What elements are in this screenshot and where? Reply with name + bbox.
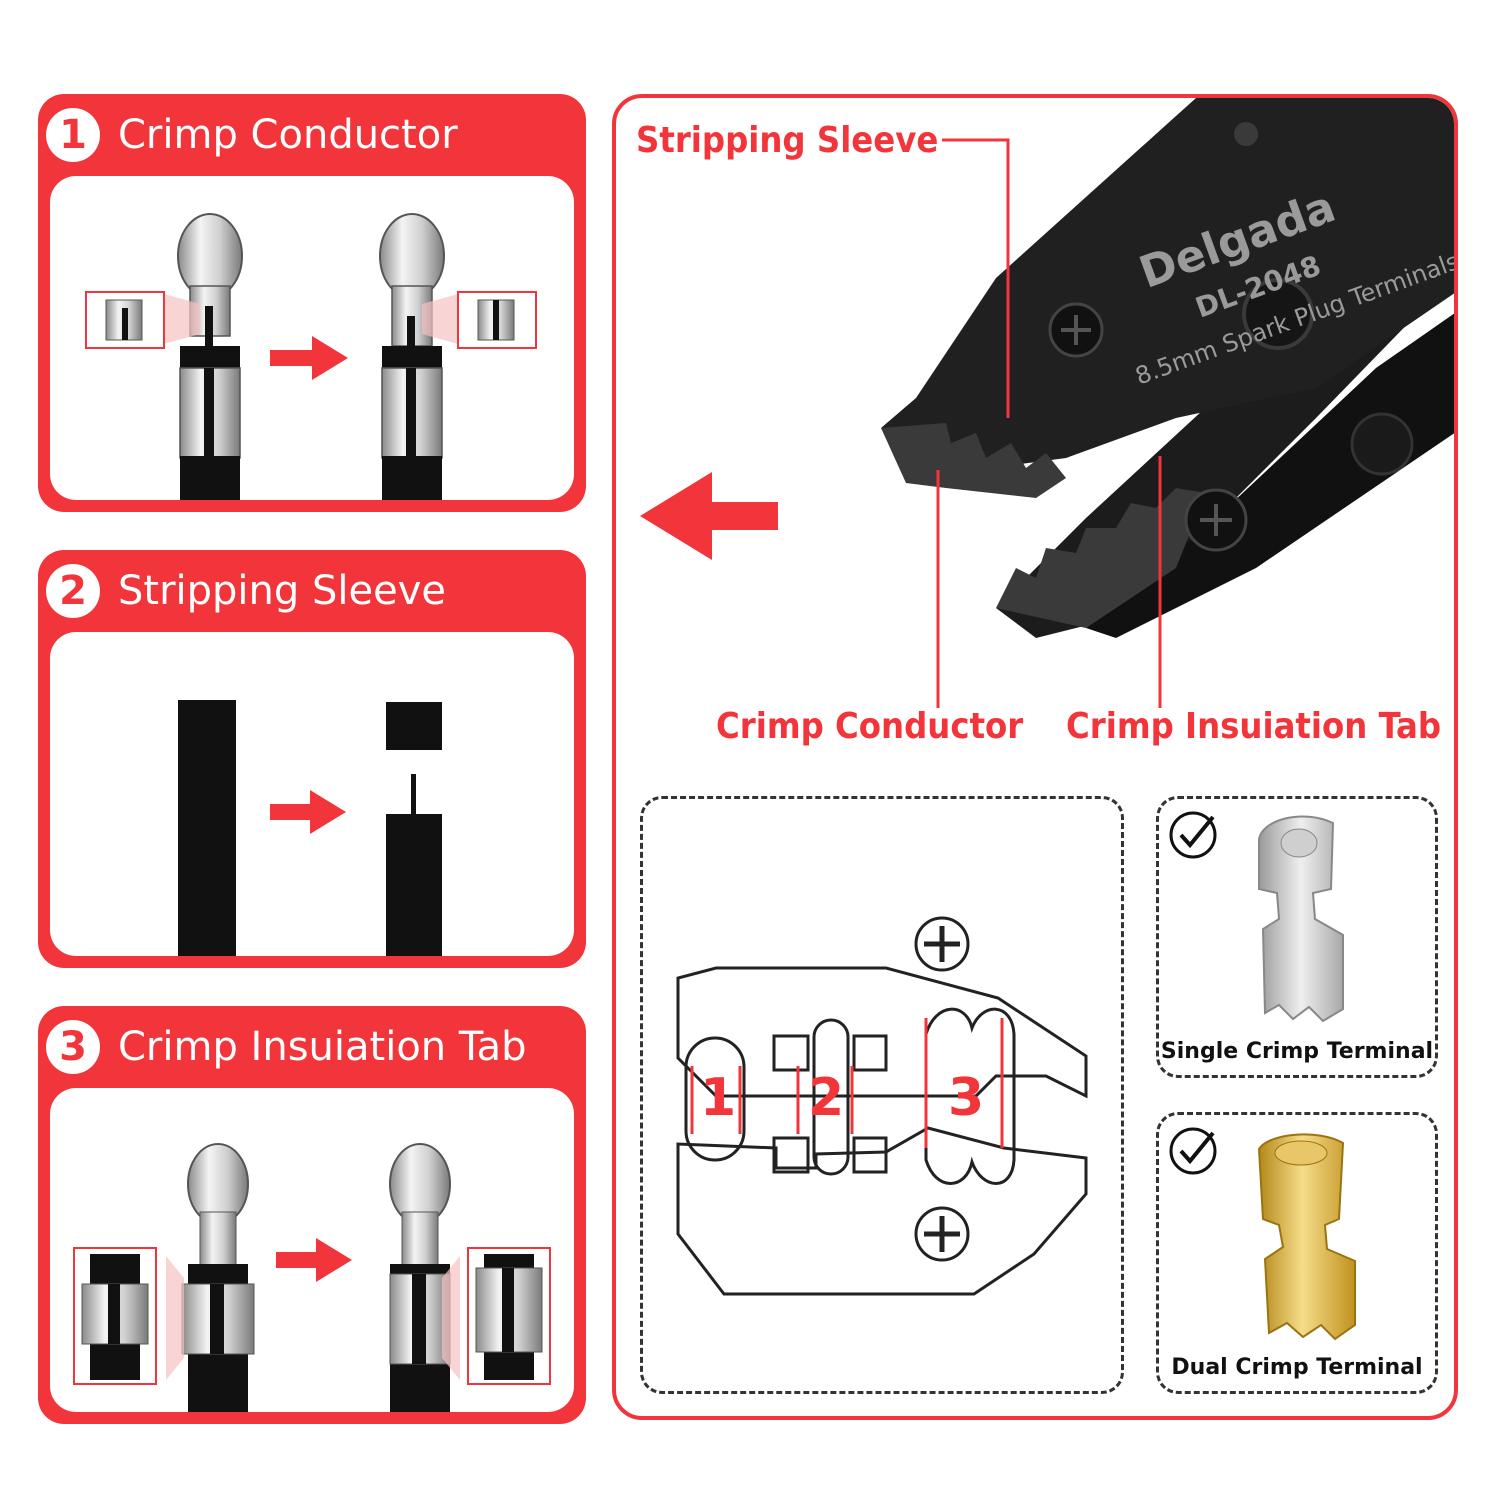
callout-crimp-conductor: Crimp Conductor xyxy=(716,706,1024,747)
crimp-conductor-illustration xyxy=(85,213,537,500)
terminal-after xyxy=(389,1143,451,1412)
step-illustration xyxy=(50,632,574,956)
step-number: 3 xyxy=(46,1020,100,1074)
die-position-markers xyxy=(690,1018,1004,1148)
arrow-right-icon xyxy=(270,790,346,834)
die-position-1: 1 xyxy=(700,1068,737,1128)
stripping-sleeve-illustration xyxy=(178,700,442,956)
callout-stripping-sleeve: Stripping Sleeve xyxy=(636,120,939,161)
check-circle-icon xyxy=(1169,1127,1217,1175)
step-illustration xyxy=(50,176,574,500)
die-diagram-box xyxy=(640,796,1124,1394)
zoom-detail-after xyxy=(442,1247,551,1385)
terminal-after xyxy=(379,213,445,500)
callout-line-stripping xyxy=(942,138,1010,418)
die-position-2: 2 xyxy=(808,1068,845,1128)
step-title: Crimp Insuiation Tab xyxy=(118,1024,527,1070)
crimp-insulation-illustration xyxy=(73,1143,551,1412)
step-header: 1 Crimp Conductor xyxy=(46,108,458,162)
terminal-card-dual: Dual Crimp Terminal xyxy=(1156,1112,1438,1394)
step-panel-stripping-sleeve: 2 Stripping Sleeve xyxy=(38,550,586,968)
terminal-card-single: Single Crimp Terminal xyxy=(1156,796,1438,1078)
step-panel-crimp-conductor: 1 Crimp Conductor xyxy=(38,94,586,512)
step-number: 1 xyxy=(46,108,100,162)
wire-before xyxy=(178,700,236,956)
wire-after xyxy=(386,702,442,956)
step-header: 3 Crimp Insuiation Tab xyxy=(46,1020,527,1074)
tool-upper-jaw xyxy=(881,98,1454,478)
pivot-bolt-icon xyxy=(1242,278,1314,350)
arrow-left-icon xyxy=(640,472,778,560)
step-illustration xyxy=(50,1088,574,1412)
tool-overview-panel: Delgada DL-2048 8.5mm Spark Plug Termina… xyxy=(612,94,1458,1420)
single-crimp-terminal-image xyxy=(1258,815,1344,1023)
arrow-right-icon xyxy=(270,336,348,380)
step-panel-crimp-insulation-tab: 3 Crimp Insuiation Tab xyxy=(38,1006,586,1424)
dual-crimp-terminal-image xyxy=(1257,1133,1356,1341)
terminal-before xyxy=(177,213,243,500)
step-header: 2 Stripping Sleeve xyxy=(46,564,446,618)
arrow-right-icon xyxy=(276,1238,352,1282)
terminal-label-dual: Dual Crimp Terminal xyxy=(1171,1355,1423,1380)
zoom-detail-before xyxy=(73,1247,184,1385)
step-title: Crimp Conductor xyxy=(118,112,458,158)
callout-crimp-insulation-tab: Crimp Insuiation Tab xyxy=(1066,706,1442,747)
terminal-before xyxy=(181,1143,255,1412)
crimping-tool-illustration: Delgada DL-2048 8.5mm Spark Plug Termina… xyxy=(640,98,1454,1296)
step-title: Stripping Sleeve xyxy=(118,568,446,614)
zoom-detail-after xyxy=(422,291,537,349)
step-number: 2 xyxy=(46,564,100,618)
check-circle-icon xyxy=(1169,811,1217,859)
crimp-die-diagram xyxy=(676,916,1088,1296)
terminal-label-single: Single Crimp Terminal xyxy=(1160,1039,1434,1064)
zoom-detail-before xyxy=(85,291,200,349)
die-position-3: 3 xyxy=(948,1068,985,1128)
